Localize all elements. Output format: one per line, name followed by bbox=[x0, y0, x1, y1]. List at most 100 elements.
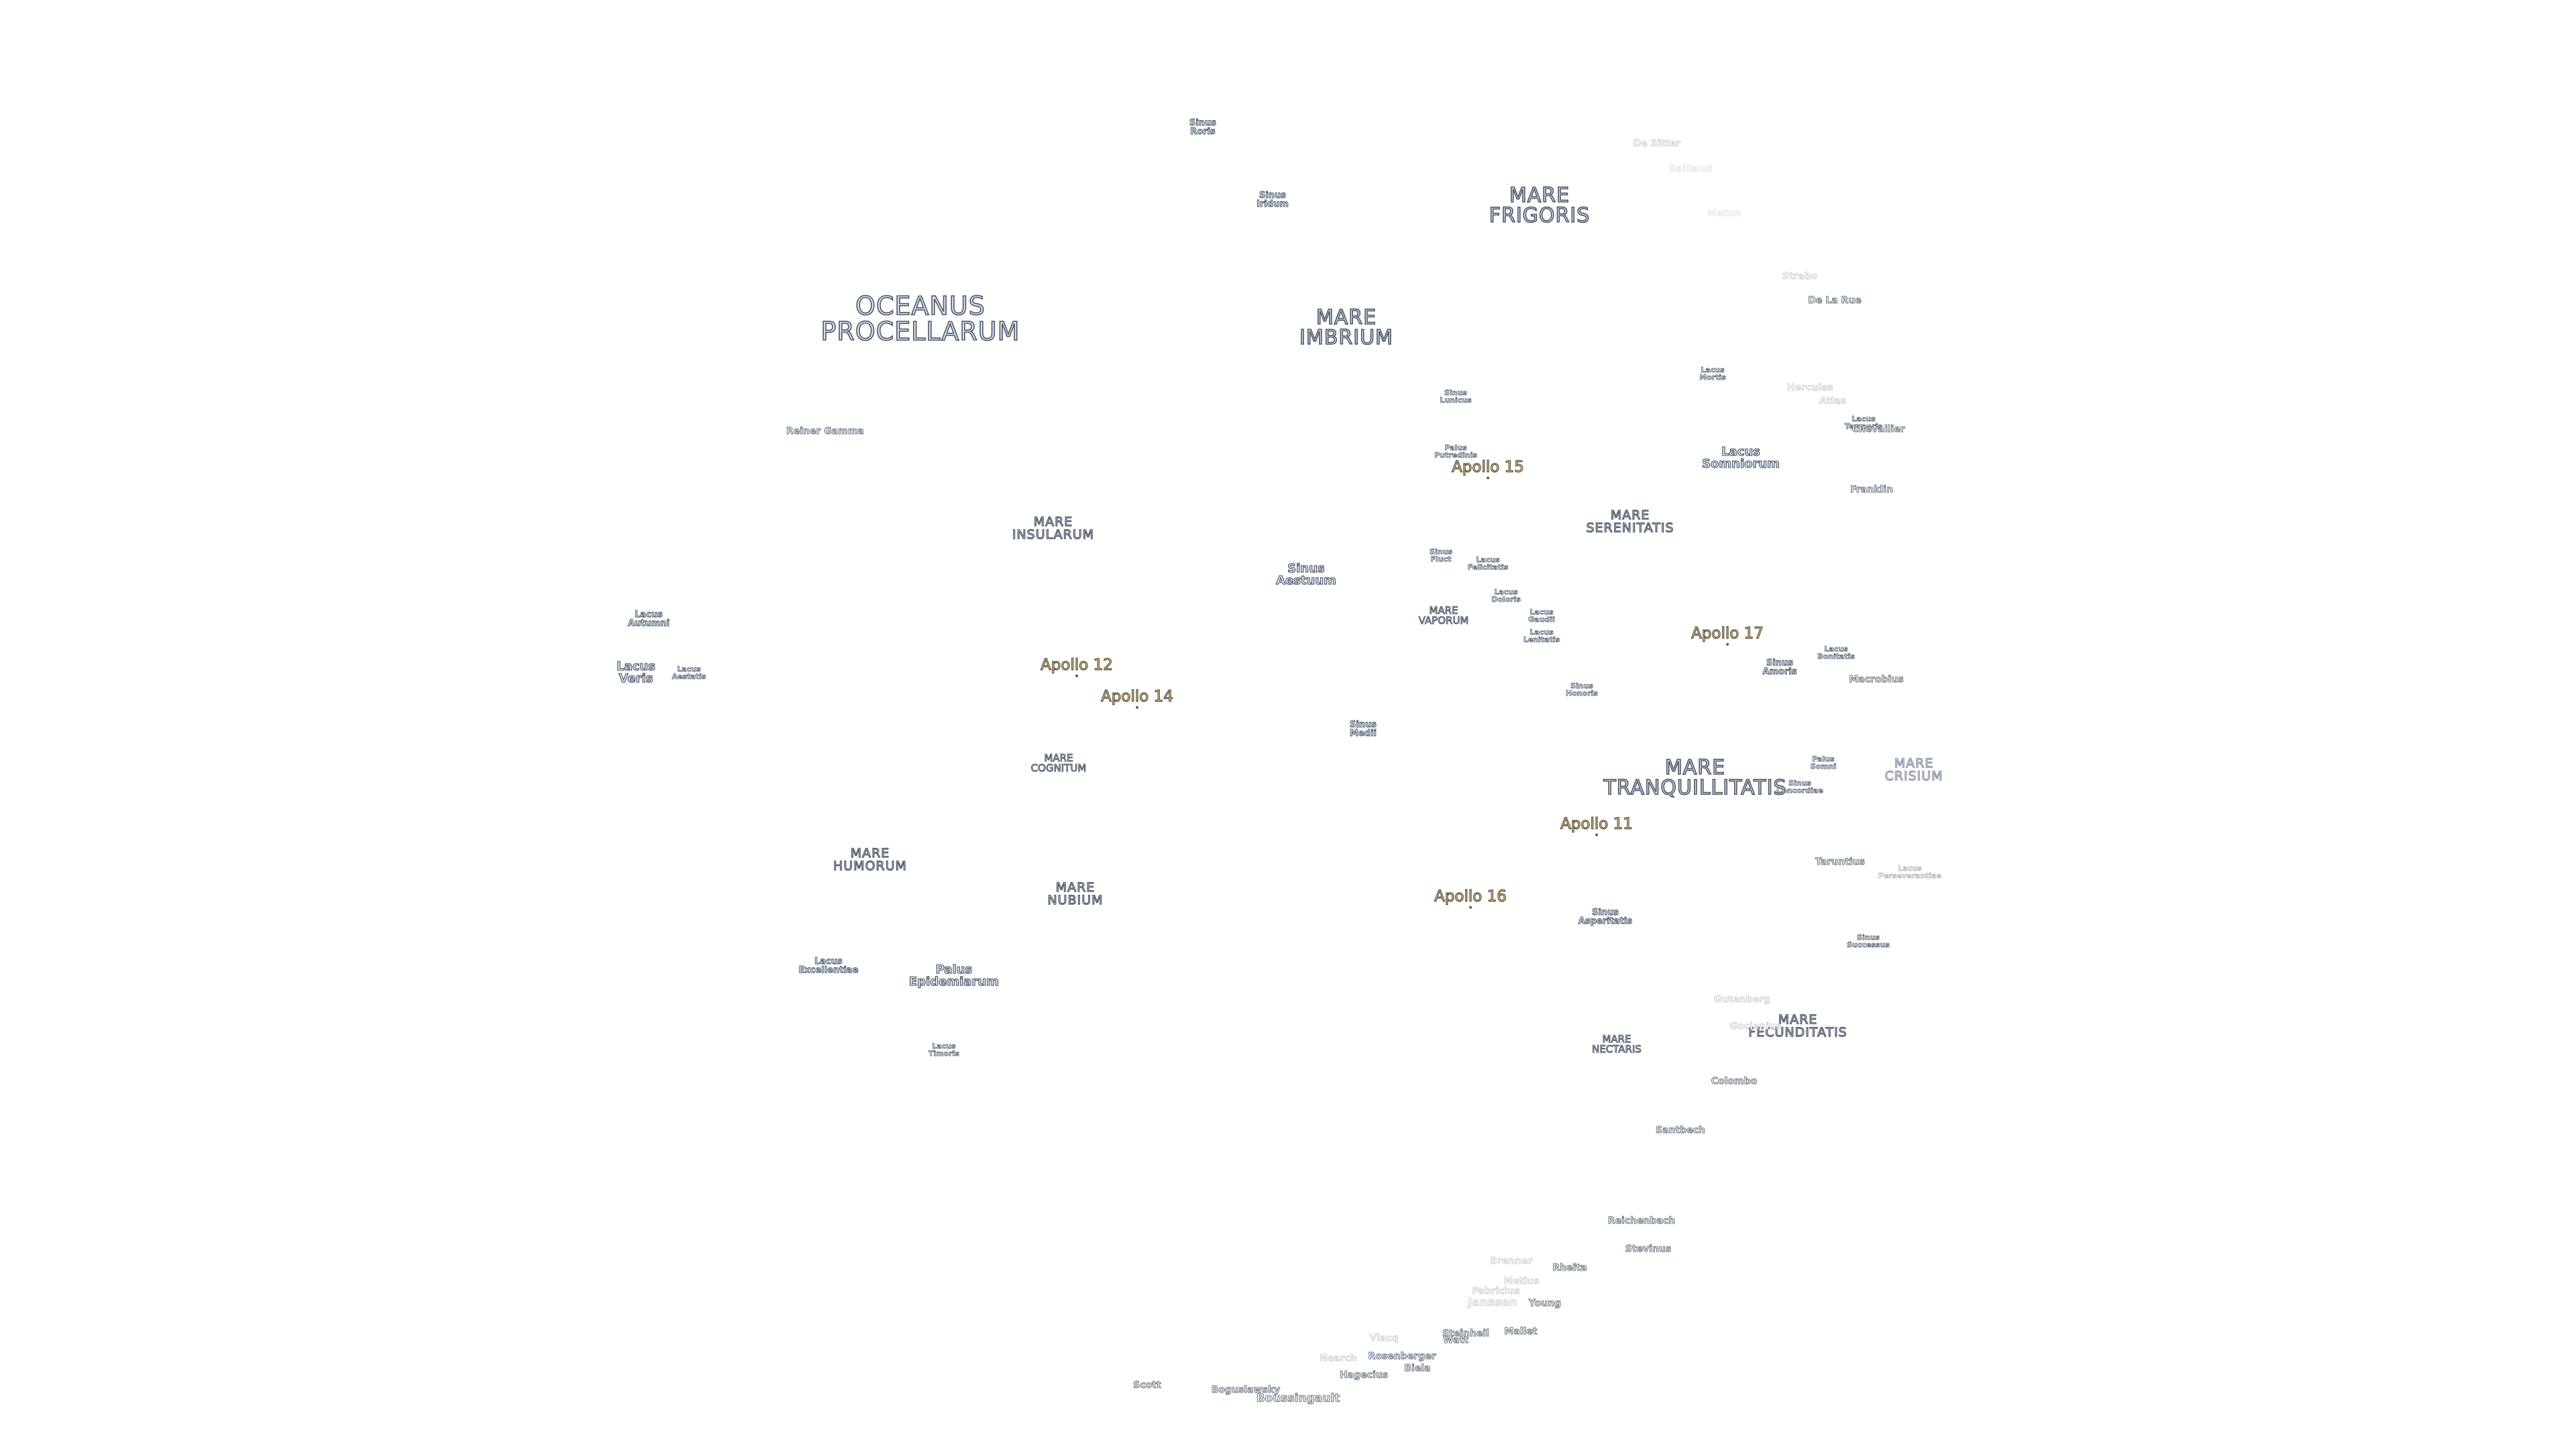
label-palus-putredinis-line: Putredinis bbox=[1434, 451, 1478, 460]
label-stevinus-line: Stevinus bbox=[1625, 1244, 1672, 1254]
label-gutenberg-line: Gutenberg bbox=[1713, 994, 1771, 1005]
label-lacus-autumni-line: Lacus bbox=[635, 610, 663, 620]
label-mare-frigoris-line: MARE bbox=[1509, 184, 1570, 207]
label-scott: Scott bbox=[1133, 1380, 1161, 1391]
label-apollo-12: Apollo 12 bbox=[1040, 657, 1114, 678]
label-brenner: Brenner bbox=[1490, 1256, 1533, 1267]
label-lacus-perseverantiae-line: Lacus bbox=[1898, 864, 1922, 873]
label-goclenius-line: Goclenius bbox=[1729, 1021, 1782, 1032]
label-mallet-line: Mallet bbox=[1504, 1326, 1538, 1337]
label-mare-humorum-line: MARE bbox=[850, 846, 890, 861]
label-macrobius: Macrobius bbox=[1849, 674, 1904, 685]
label-lacus-bonitatis-line: Lacus bbox=[1824, 645, 1848, 653]
label-reichenbach-line: Reichenbach bbox=[1607, 1216, 1676, 1226]
label-steinheil-line: Steinheil bbox=[1442, 1328, 1490, 1339]
label-meton: Meton bbox=[1707, 208, 1741, 219]
label-mallet: Mallet bbox=[1504, 1326, 1538, 1337]
landing-site-marker-icon bbox=[1726, 643, 1729, 646]
label-atlas-line: Atlas bbox=[1819, 396, 1847, 407]
label-boguslawsky-line: Boguslawsky bbox=[1211, 1385, 1281, 1395]
label-macrobius-line: Macrobius bbox=[1849, 674, 1904, 685]
landing-site-marker-icon bbox=[1595, 833, 1598, 837]
label-mare-fecunditatis-line: FECUNDITATIS bbox=[1748, 1025, 1847, 1040]
label-lacus-somniorum-line: Somniorum bbox=[1702, 457, 1780, 471]
landing-site-marker-icon bbox=[1487, 476, 1489, 480]
label-lacus-excellentiae-line: Lacus bbox=[814, 957, 843, 967]
label-vlacq: Vlacq bbox=[1369, 1334, 1399, 1344]
label-apollo-17: Apollo 17 bbox=[1690, 625, 1764, 646]
label-reiner-gamma: Reiner Gamma bbox=[786, 427, 865, 437]
label-gutenberg: Gutenberg bbox=[1713, 994, 1771, 1005]
label-mare-cognitum-line: MARE bbox=[1044, 752, 1073, 764]
label-chevallier: Chevallier bbox=[1851, 424, 1905, 435]
label-lacus-perseverantiae-line: Perseverantiae bbox=[1878, 871, 1942, 880]
label-apollo-15: Apollo 15 bbox=[1451, 459, 1525, 480]
label-chevallier-line: Chevallier bbox=[1851, 424, 1905, 435]
label-atlas: Atlas bbox=[1819, 396, 1847, 407]
label-meton-line: Meton bbox=[1707, 208, 1741, 219]
label-de-sitter: De Sitter bbox=[1633, 139, 1680, 149]
label-mare-tranquillitatis-line: MARE bbox=[1664, 756, 1726, 780]
label-mare-nectaris-line: NECTARIS bbox=[1592, 1043, 1642, 1055]
label-nearch: Nearch bbox=[1320, 1354, 1357, 1364]
label-sinus-medii-line: Medii bbox=[1350, 729, 1377, 739]
label-scott-line: Scott bbox=[1133, 1380, 1161, 1391]
label-sinus-roris-line: Sinus bbox=[1189, 118, 1217, 128]
label-mare-vaporum-line: MARE bbox=[1429, 604, 1458, 616]
label-mare-cognitum-line: COGNITUM bbox=[1030, 762, 1087, 774]
label-lacus-mortis-line: Lacus bbox=[1701, 366, 1725, 374]
label-sinus-successus-line: Successus bbox=[1847, 941, 1890, 949]
label-reichenbach: Reichenbach bbox=[1607, 1216, 1676, 1226]
landing-site-marker-icon bbox=[1469, 906, 1472, 909]
label-metius: Metius bbox=[1503, 1277, 1540, 1287]
label-palus-somni-line: Palus bbox=[1812, 755, 1835, 763]
label-oceanus-procellarum-line: PROCELLARUM bbox=[820, 317, 1020, 346]
label-colombo-line: Colombo bbox=[1711, 1076, 1758, 1087]
label-rheita: Rheita bbox=[1552, 1263, 1587, 1273]
label-brenner-line: Brenner bbox=[1490, 1256, 1533, 1267]
label-apollo-11: Apollo 11 bbox=[1560, 815, 1633, 837]
label-sinus-aestuum-line: Sinus bbox=[1287, 561, 1326, 576]
label-lacus-doloris-line: Doloris bbox=[1491, 595, 1521, 604]
label-taruntius: Taruntius bbox=[1815, 857, 1866, 867]
label-lacus-timoris-line: Timoris bbox=[928, 1049, 960, 1058]
label-steinheil: Steinheil bbox=[1442, 1328, 1490, 1339]
label-fabricius: Fabricius bbox=[1472, 1287, 1520, 1297]
label-mare-nubium-line: NUBIUM bbox=[1047, 893, 1104, 908]
label-palus-epidemiarum-line: Palus bbox=[935, 963, 973, 977]
label-hercules: Hercules bbox=[1786, 383, 1833, 393]
label-mare-serenitatis-line: MARE bbox=[1610, 508, 1650, 523]
label-palus-somni-line: Somni bbox=[1810, 762, 1837, 771]
label-apollo-11-line: Apollo 11 bbox=[1560, 815, 1633, 833]
label-rheita-line: Rheita bbox=[1552, 1263, 1587, 1273]
label-lacus-aestatis-line: Lacus bbox=[677, 665, 701, 674]
label-mare-crisium-line: MARE bbox=[1894, 756, 1934, 771]
label-mare-serenitatis-line: SERENITATIS bbox=[1586, 521, 1674, 535]
label-lacus-excellentiae-line: Excellentiae bbox=[798, 965, 859, 975]
label-strabo-line: Strabo bbox=[1782, 271, 1818, 282]
